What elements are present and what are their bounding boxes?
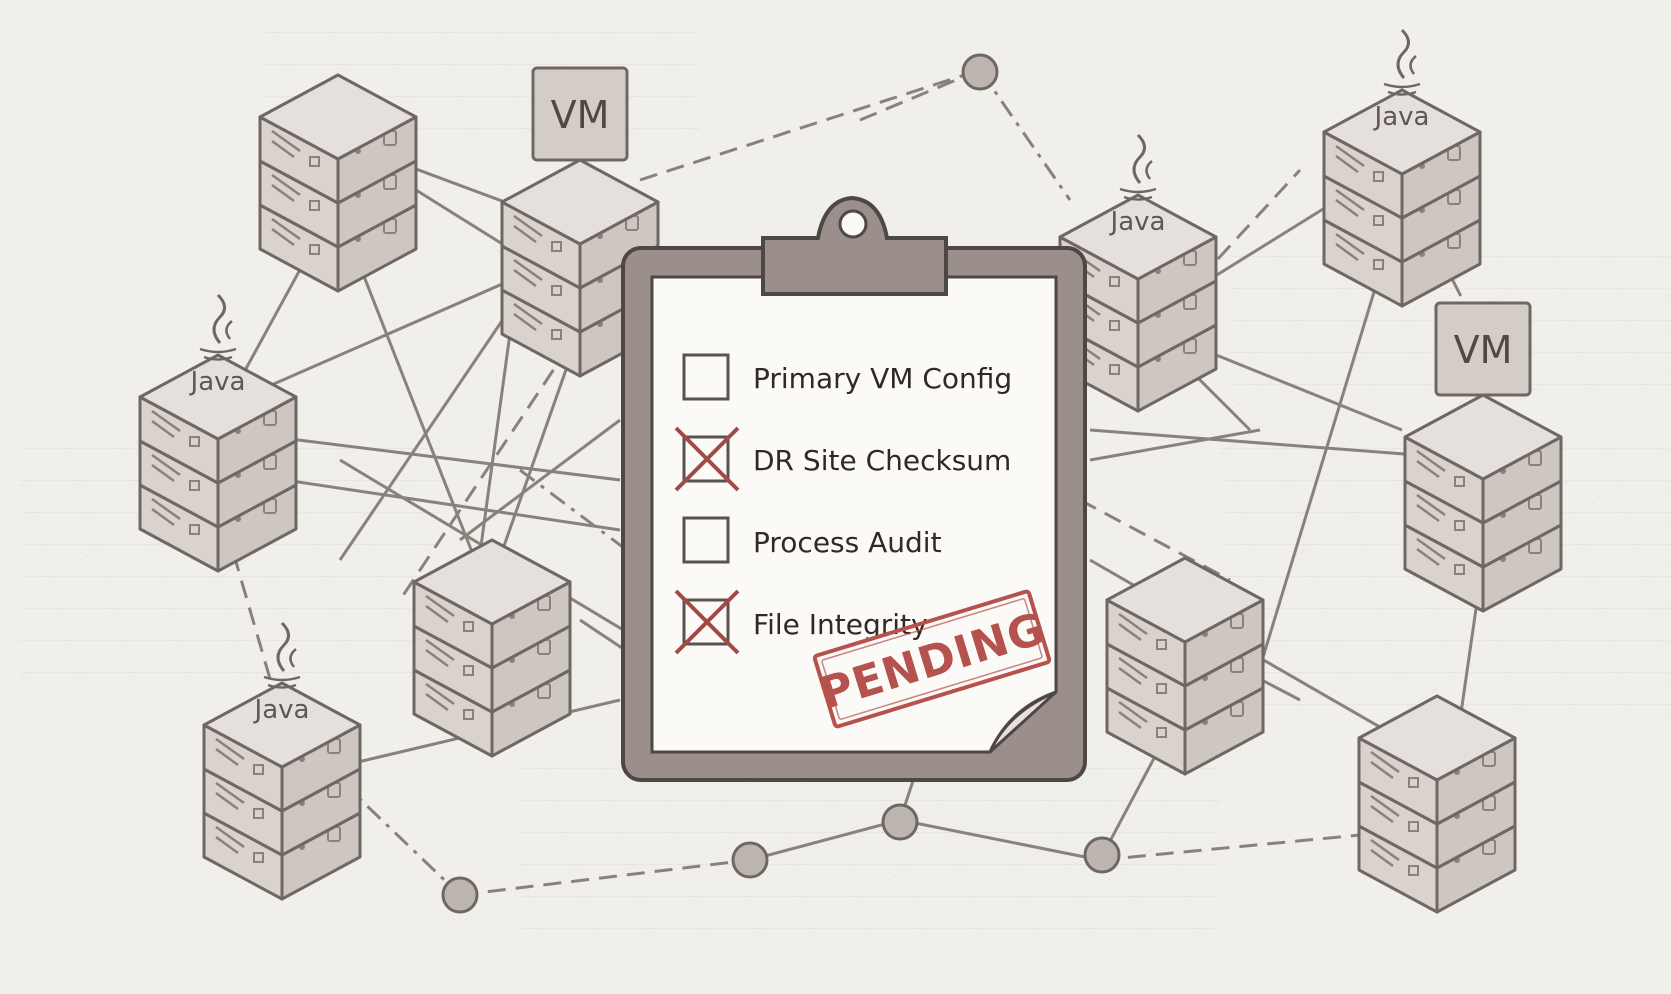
network-link xyxy=(749,818,901,862)
java-label: Java xyxy=(1109,207,1166,237)
clipboard-clip xyxy=(761,195,948,296)
checklist-row: Process Audit xyxy=(682,516,942,564)
checkbox-empty-icon xyxy=(682,516,730,564)
vm-badge: VM xyxy=(1434,301,1532,397)
java-logo-icon xyxy=(1383,28,1421,96)
network-link xyxy=(978,69,1072,201)
server-rack-icon xyxy=(1105,556,1265,776)
checkbox-crossed-icon xyxy=(674,589,740,655)
server-rack-icon: Java xyxy=(1322,28,1482,308)
checklist: Primary VM Config DR Site Checksum Proce… xyxy=(674,353,1012,655)
checklist-row: File Integrity xyxy=(674,589,928,655)
clip-hole xyxy=(838,209,868,239)
java-label: Java xyxy=(253,695,310,725)
network-node-icon xyxy=(881,803,919,841)
network-link xyxy=(1089,428,1261,462)
java-label: Java xyxy=(189,367,246,397)
network-node-icon xyxy=(961,53,999,91)
network-link xyxy=(1099,833,1361,862)
network-node-icon xyxy=(441,876,479,914)
checklist-item-label: Primary VM Config xyxy=(753,362,1012,395)
checkbox-crossed-icon xyxy=(674,426,740,492)
checklist-row: DR Site Checksum xyxy=(674,426,1011,492)
network-nodes xyxy=(441,53,1121,914)
vm-label: VM xyxy=(1454,328,1513,372)
java-logo-icon xyxy=(1119,133,1157,201)
server-rack-icon xyxy=(1357,694,1517,914)
checklist-row: Primary VM Config xyxy=(682,353,1012,401)
clipboard xyxy=(621,195,1087,782)
java-label: Java xyxy=(1373,102,1430,132)
server-rack-icon: Java xyxy=(138,293,298,573)
network-link xyxy=(639,68,981,182)
network-link xyxy=(1079,498,1231,582)
server-rack-icon: Java xyxy=(202,621,362,901)
network-node-icon xyxy=(731,841,769,879)
java-logo-icon xyxy=(263,621,301,689)
checkbox-empty-icon xyxy=(682,353,730,401)
server-rack-icon xyxy=(412,538,572,758)
server-rack-icon: VM xyxy=(500,66,660,378)
vm-badge: VM xyxy=(531,66,629,162)
network-link xyxy=(899,818,1101,862)
network-link xyxy=(459,858,751,897)
network-link xyxy=(490,329,582,581)
network-link xyxy=(459,418,621,542)
network-link xyxy=(859,68,981,122)
server-rack-icon xyxy=(258,73,418,293)
vm-label: VM xyxy=(551,93,610,137)
checklist-item-label: DR Site Checksum xyxy=(753,444,1011,477)
java-logo-icon xyxy=(199,293,237,361)
server-rack-icon: VM xyxy=(1403,301,1563,613)
paper-curl xyxy=(988,690,1058,754)
network-link xyxy=(519,468,641,562)
network-node-icon xyxy=(1083,836,1121,874)
checklist-item-label: File Integrity xyxy=(753,608,928,641)
checklist-item-label: Process Audit xyxy=(753,526,942,559)
